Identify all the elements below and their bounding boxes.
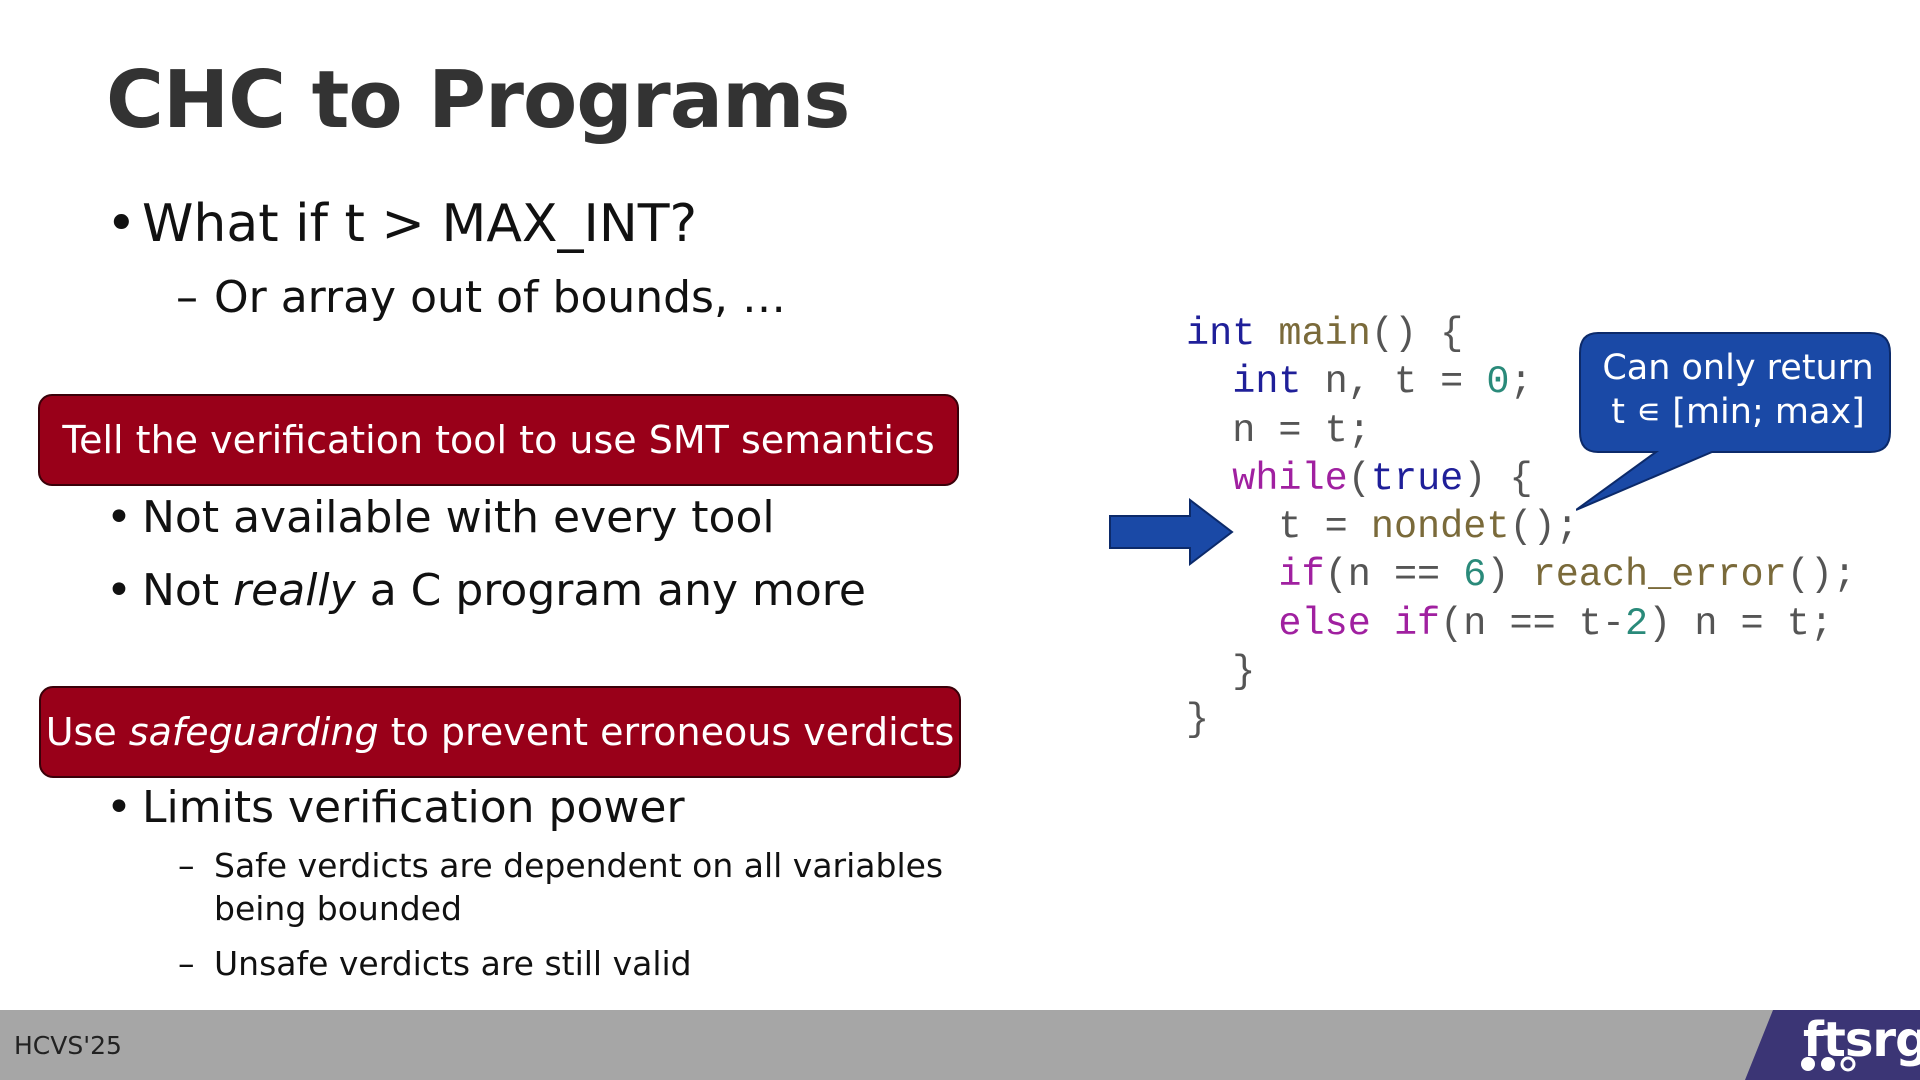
bullet-dot: • <box>106 782 132 833</box>
callout-text: Can only return t ∊ [min; max] <box>1588 346 1888 434</box>
safeguarding-box: Use safeguarding to prevent erroneous ve… <box>39 686 961 778</box>
code-number: 2 <box>1625 601 1649 646</box>
code-keyword-else-if: else if <box>1278 601 1441 646</box>
dash: – <box>176 272 198 323</box>
bullet-not-available: •Not available with every tool <box>106 492 775 543</box>
code-keyword-if: if <box>1278 553 1325 598</box>
code-number: 6 <box>1463 553 1487 598</box>
code-text: t = <box>1186 505 1371 550</box>
smt-semantics-text: Tell the verification tool to use SMT se… <box>62 418 935 462</box>
code-keyword-int: int <box>1186 312 1256 356</box>
safeguarding-emphasis: safeguarding <box>128 710 379 754</box>
bullet-what-if-text: What if t > MAX_INT? <box>142 194 698 254</box>
code-number: 0 <box>1486 360 1510 405</box>
code-text: (); <box>1786 553 1857 598</box>
bullet-limits: •Limits verification power <box>106 782 685 833</box>
code-line: n = t; <box>1186 408 1371 453</box>
bullet-dot: • <box>106 194 137 254</box>
bullet-dot: • <box>106 565 132 616</box>
footer-bar <box>0 1010 1920 1080</box>
sub-bullet-safe: –Safe verdicts are dependent on all vari… <box>178 846 943 885</box>
code-text: (n == <box>1324 553 1464 598</box>
safeguarding-post: to prevent erroneous verdicts <box>378 710 955 754</box>
code-keyword-while: while <box>1232 456 1348 501</box>
bullet-limits-text: Limits verification power <box>142 782 685 833</box>
footer-label: HCVS'25 <box>14 1031 122 1060</box>
slide-title: CHC to Programs <box>106 54 850 146</box>
pointer-arrow-icon <box>1109 498 1234 566</box>
sub-bullet-unsafe-text: Unsafe verdicts are still valid <box>214 944 692 983</box>
safeguarding-pre: Use <box>45 710 129 754</box>
callout-line2: t ∊ [min; max] <box>1611 392 1865 432</box>
sub-bullet-array: –Or array out of bounds, … <box>176 272 786 323</box>
smt-semantics-box: Tell the verification tool to use SMT se… <box>38 394 959 486</box>
callout-line1: Can only return <box>1602 348 1874 388</box>
code-block: int main() { int n, t = 0; n = t; while(… <box>1186 310 1856 745</box>
ftsrg-logo-icon <box>1745 1010 1920 1080</box>
code-text: (); <box>1509 505 1579 550</box>
code-text: ; <box>1509 360 1533 405</box>
code-text: () { <box>1370 312 1464 356</box>
not-really-pre: Not <box>142 565 234 616</box>
code-text: (n == t- <box>1440 601 1625 646</box>
not-really-emphasis: really <box>233 565 356 616</box>
sub-bullet-unsafe: –Unsafe verdicts are still valid <box>178 944 692 983</box>
bullet-dot: • <box>106 492 132 543</box>
code-keyword-true: true <box>1370 456 1464 501</box>
sub-bullet-safe-cont: being bounded <box>214 889 462 928</box>
dash: – <box>178 846 195 885</box>
bullet-not-really: •Not really a C program any more <box>106 565 866 616</box>
code-indent <box>1186 602 1278 646</box>
code-text: ) { <box>1463 456 1533 501</box>
not-really-post: a C program any more <box>355 565 866 616</box>
sub-bullet-safe-line1: Safe verdicts are dependent on all varia… <box>214 846 944 885</box>
code-indent <box>1186 360 1232 404</box>
sub-bullet-array-text: Or array out of bounds, … <box>214 272 786 323</box>
code-indent <box>1186 457 1232 501</box>
code-line: } <box>1186 698 1210 743</box>
logo-text: ftsrg <box>1803 1012 1920 1068</box>
bullet-not-available-text: Not available with every tool <box>142 492 775 543</box>
code-text: ( <box>1347 456 1371 501</box>
code-text: ) <box>1486 553 1533 598</box>
sub-bullet-safe-line2: being bounded <box>214 889 462 928</box>
code-fn-reach-error: reach_error <box>1532 553 1787 598</box>
code-fn-main: main <box>1278 312 1371 356</box>
bullet-what-if: •What if t > MAX_INT? <box>106 194 697 254</box>
code-fn-nondet: nondet <box>1370 505 1510 550</box>
callout-bubble <box>1576 332 1891 511</box>
code-text: ) n = t; <box>1648 601 1833 646</box>
code-keyword-int: int <box>1232 360 1302 405</box>
code-line: } <box>1186 650 1256 695</box>
code-text: n, t = <box>1301 360 1487 405</box>
dash: – <box>178 944 195 983</box>
